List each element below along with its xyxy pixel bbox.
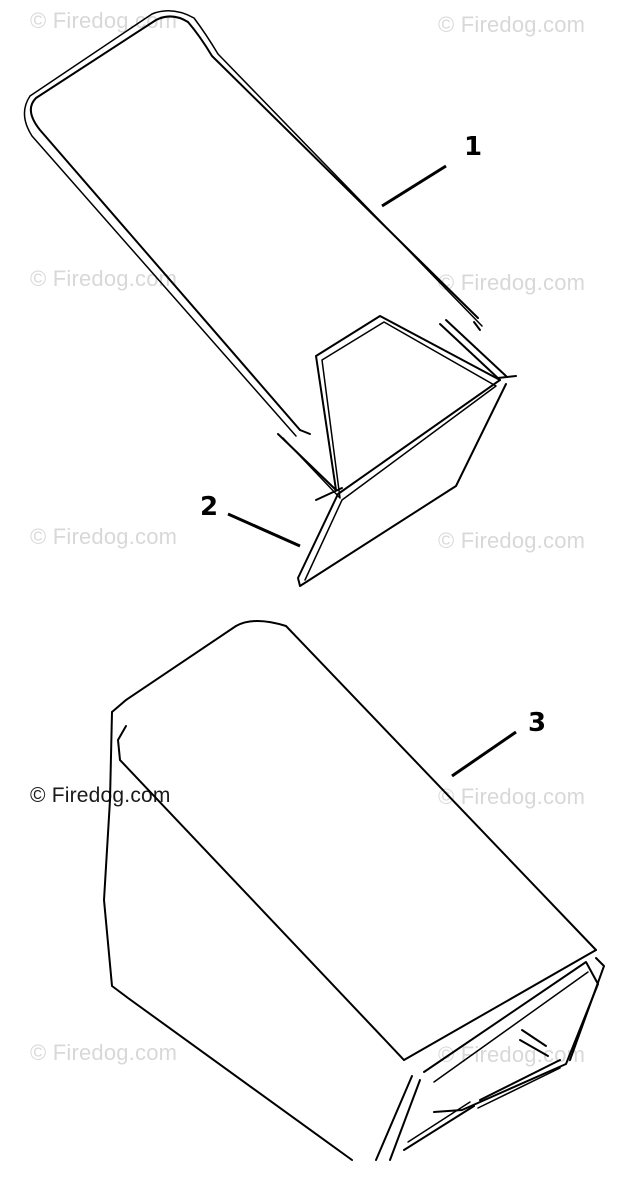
watermark: © Firedog.com [30,8,178,33]
callout-3: 3 [528,708,547,738]
watermark-dark: © Firedog.com [30,784,171,807]
callout-1: 1 [464,132,483,162]
leader-line-1 [381,164,447,208]
watermark: © Firedog.com [438,270,586,295]
part-1-frame [23,10,483,437]
watermark: © Firedog.com [438,12,586,37]
leader-line-2 [227,512,301,548]
part-2-frame [277,315,517,587]
watermark: © Firedog.com [438,784,586,809]
part-3-bag [103,620,605,1161]
watermark: © Firedog.com [438,528,586,553]
callout-2: 2 [200,492,219,522]
watermark: © Firedog.com [30,524,178,549]
watermark: © Firedog.com [30,266,178,291]
leader-line-3 [451,730,517,778]
watermark: © Firedog.com [30,1040,178,1065]
